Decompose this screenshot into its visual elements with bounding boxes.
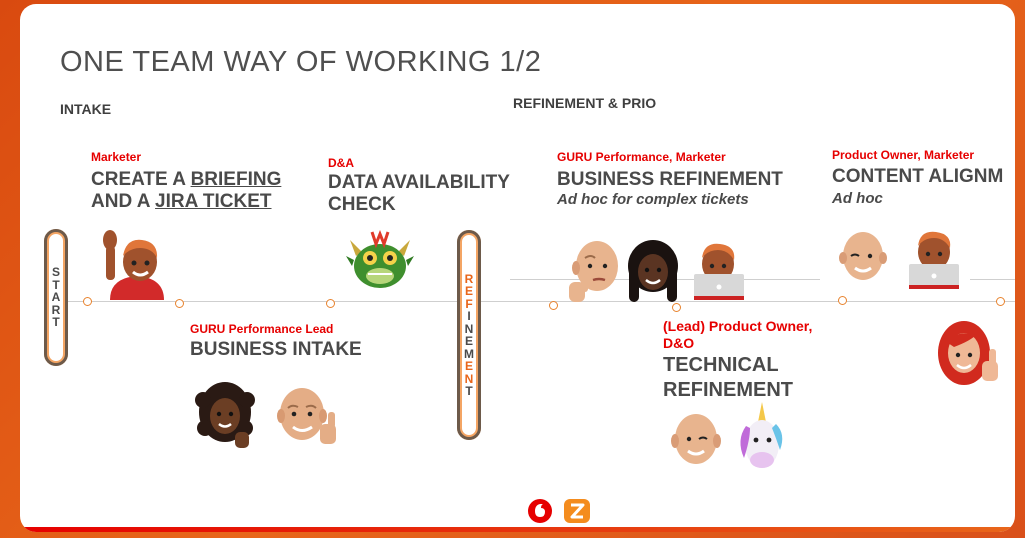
technical-refinement-role: (Lead) Product Owner, D&O bbox=[663, 318, 812, 352]
data-check-role: D&A bbox=[328, 156, 354, 170]
business-refinement-role: GURU Performance, Marketer bbox=[557, 150, 726, 164]
refinement-letter: E bbox=[464, 334, 473, 348]
data-check-title-line: CHECK bbox=[328, 194, 396, 215]
refinement-letter: E bbox=[464, 359, 473, 373]
content-alignment-subtitle: Ad hoc bbox=[832, 190, 883, 207]
data-check-title: DATA AVAILABILITY CHECK bbox=[328, 172, 510, 216]
bottom-accent-bar bbox=[20, 527, 1015, 532]
laptop-redhead-avatar bbox=[694, 243, 744, 300]
section-intake: INTAKE bbox=[60, 101, 112, 117]
timeline-line-upper bbox=[970, 279, 1015, 280]
vodafone-logo bbox=[528, 499, 552, 523]
refinement-letter: N bbox=[464, 321, 474, 336]
briefing-role: Marketer bbox=[91, 150, 142, 164]
refinement-marker: R E F I N E M E N T bbox=[457, 230, 481, 440]
technical-refinement-title-line: TECHNICAL bbox=[663, 354, 779, 376]
timeline-dot bbox=[672, 303, 681, 312]
slide: ONE TEAM WAY OF WORKING 1/2 INTAKE REFIN… bbox=[20, 4, 1015, 532]
bald-winking-avatar bbox=[839, 232, 887, 280]
refinement-letter: F bbox=[465, 296, 473, 311]
technical-refinement-role-line: (Lead) Product Owner, bbox=[663, 318, 813, 334]
timeline-dot bbox=[838, 296, 847, 305]
curly-hair-avatar bbox=[195, 382, 255, 448]
timeline-dot bbox=[549, 301, 558, 310]
start-letter: R bbox=[51, 302, 61, 317]
braids-avatar bbox=[628, 240, 678, 302]
technical-refinement-title-line: REFINEMENT bbox=[663, 379, 793, 401]
jira-ticket-link[interactable]: JIRA TICKET bbox=[155, 191, 272, 212]
timeline-line bbox=[62, 301, 482, 302]
timeline-dot bbox=[996, 297, 1005, 306]
business-intake-title: BUSINESS INTAKE bbox=[190, 339, 362, 360]
technical-refinement-role-line: D&O bbox=[663, 335, 695, 351]
bald-thumbs-up-avatar bbox=[277, 388, 336, 444]
section-refinement-prio: REFINEMENT & PRIO bbox=[513, 95, 657, 111]
refinement-letter: I bbox=[467, 309, 471, 323]
content-alignment-title: CONTENT ALIGNM bbox=[832, 166, 1004, 187]
unicorn-avatar bbox=[740, 402, 783, 468]
slide-title: ONE TEAM WAY OF WORKING 1/2 bbox=[60, 46, 542, 78]
briefing-title-text: AND A bbox=[91, 191, 156, 212]
refinement-letter: T bbox=[465, 384, 473, 398]
winking-bald-avatar bbox=[671, 414, 721, 464]
briefing-title: CREATE A BRIEFING AND A JIRA TICKET bbox=[91, 169, 281, 213]
timeline-dot bbox=[83, 297, 92, 306]
start-letter: T bbox=[52, 315, 60, 330]
data-check-title-line: DATA AVAILABILITY bbox=[328, 172, 510, 193]
ziggo-logo bbox=[564, 499, 590, 523]
thinking-bald-avatar bbox=[569, 241, 618, 302]
business-refinement-title: BUSINESS REFINEMENT bbox=[557, 169, 783, 190]
refinement-letter: N bbox=[464, 371, 474, 386]
red-hair-thumbs-up-avatar bbox=[938, 321, 998, 385]
briefing-title-text: CREATE A bbox=[91, 169, 191, 190]
waving-marketer-avatar bbox=[103, 230, 164, 300]
laptop-redhead-avatar-2 bbox=[909, 231, 959, 289]
business-intake-role: GURU Performance Lead bbox=[190, 322, 334, 336]
start-marker: S T A R T bbox=[44, 229, 68, 366]
refinement-letter: E bbox=[464, 284, 473, 298]
timeline-dot bbox=[326, 299, 335, 308]
timeline-dot bbox=[175, 299, 184, 308]
refinement-letter: M bbox=[464, 346, 474, 361]
content-alignment-role: Product Owner, Marketer bbox=[832, 148, 975, 162]
start-letter: T bbox=[52, 277, 60, 292]
briefing-link[interactable]: BRIEFING bbox=[190, 169, 282, 190]
refinement-letter: R bbox=[464, 271, 474, 286]
technical-refinement-title: TECHNICAL REFINEMENT bbox=[663, 353, 793, 403]
start-letter: A bbox=[51, 290, 61, 305]
timeline-line bbox=[480, 301, 1015, 302]
business-refinement-subtitle: Ad hoc for complex tickets bbox=[557, 191, 749, 208]
start-letter: S bbox=[51, 265, 60, 280]
dragon-avatar bbox=[346, 230, 414, 288]
